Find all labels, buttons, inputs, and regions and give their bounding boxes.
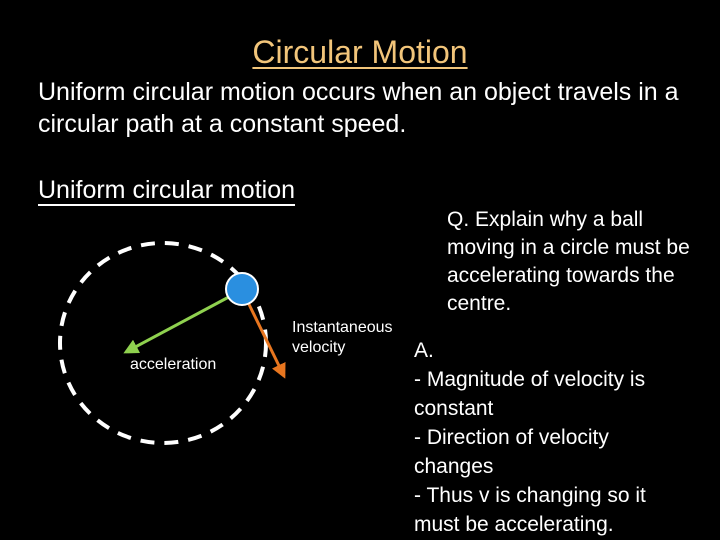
ball (225, 272, 259, 306)
answer-line: must be accelerating. (414, 513, 614, 536)
answer-line: constant (414, 397, 494, 420)
slide-title: Circular Motion (252, 34, 468, 70)
answer-line: changes (414, 455, 494, 478)
circular-path (58, 241, 268, 445)
answer-line: - Thus v is changing so it (414, 484, 646, 507)
answer-line: - Magnitude of velocity is (414, 368, 646, 391)
question-text: Q. Explain why a ball moving in a circle… (447, 208, 690, 315)
velocity-label-line1: Instantaneous (292, 319, 393, 336)
acceleration-arrow (123, 289, 241, 354)
answer-block: A. - Magnitude of velocity is constant -… (414, 336, 714, 539)
answer-line: - Direction of velocity (414, 426, 609, 449)
velocity-label-line2: velocity (292, 339, 345, 356)
acceleration-label: acceleration (130, 356, 216, 373)
diagram-heading: Uniform circular motion (38, 176, 296, 204)
intro-text: Uniform circular motion occurs when an o… (38, 78, 679, 138)
answer-line: A. (414, 339, 434, 362)
